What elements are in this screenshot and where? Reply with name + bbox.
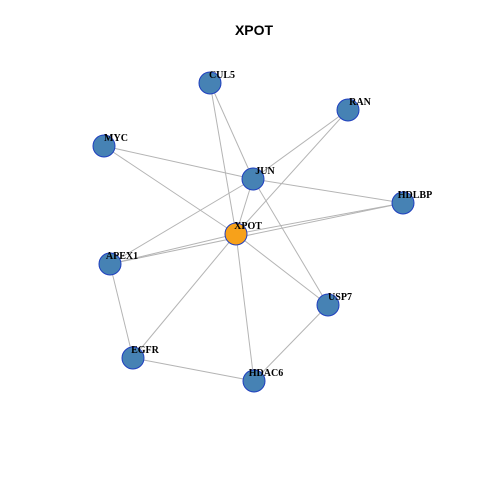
node-label-cul5: CUL5 xyxy=(209,70,235,81)
edge-xpot-apex1 xyxy=(109,233,237,265)
edge-jun-ran xyxy=(252,109,349,180)
node-jun xyxy=(241,167,265,191)
node-apex1 xyxy=(98,252,122,276)
edge-jun-apex1 xyxy=(109,178,254,265)
node-usp7 xyxy=(316,293,340,317)
edge-xpot-ran xyxy=(235,109,349,235)
edge-jun-myc xyxy=(103,145,254,180)
node-label-myc: MYC xyxy=(104,133,128,144)
node-label-xpot: XPOT xyxy=(234,221,262,232)
node-hdlbp xyxy=(391,191,415,215)
node-egfr xyxy=(121,346,145,370)
edge-jun-cul5 xyxy=(209,82,254,180)
node-label-egfr: EGFR xyxy=(131,345,160,356)
edge-xpot-myc xyxy=(103,145,237,235)
edge-hdac6-usp7 xyxy=(253,304,329,382)
node-label-jun: JUN xyxy=(255,166,275,177)
node-myc xyxy=(92,134,116,158)
node-layer xyxy=(92,71,415,393)
edge-jun-hdlbp xyxy=(252,178,404,204)
edge-xpot-usp7 xyxy=(235,233,329,306)
node-label-ran: RAN xyxy=(349,97,371,108)
node-ran xyxy=(336,98,360,122)
edge-xpot-hdac6 xyxy=(235,233,255,382)
node-label-hdac6: HDAC6 xyxy=(249,368,283,379)
edge-egfr-hdac6 xyxy=(132,357,255,382)
node-hdac6 xyxy=(242,369,266,393)
graph-title: XPOT xyxy=(235,22,274,38)
node-xpot xyxy=(224,222,248,246)
node-label-hdlbp: HDLBP xyxy=(398,190,432,201)
edge-xpot-egfr xyxy=(132,233,237,359)
edge-xpot-hdlbp xyxy=(235,202,404,235)
edge-apex1-egfr xyxy=(109,263,134,359)
edge-jun-usp7 xyxy=(252,178,329,306)
node-label-usp7: USP7 xyxy=(328,292,352,303)
node-cul5 xyxy=(198,71,222,95)
edge-xpot-cul5 xyxy=(209,82,237,235)
edge-layer xyxy=(103,82,404,382)
edge-apex1-hdlbp xyxy=(109,202,404,265)
node-label-apex1: APEX1 xyxy=(106,251,138,262)
